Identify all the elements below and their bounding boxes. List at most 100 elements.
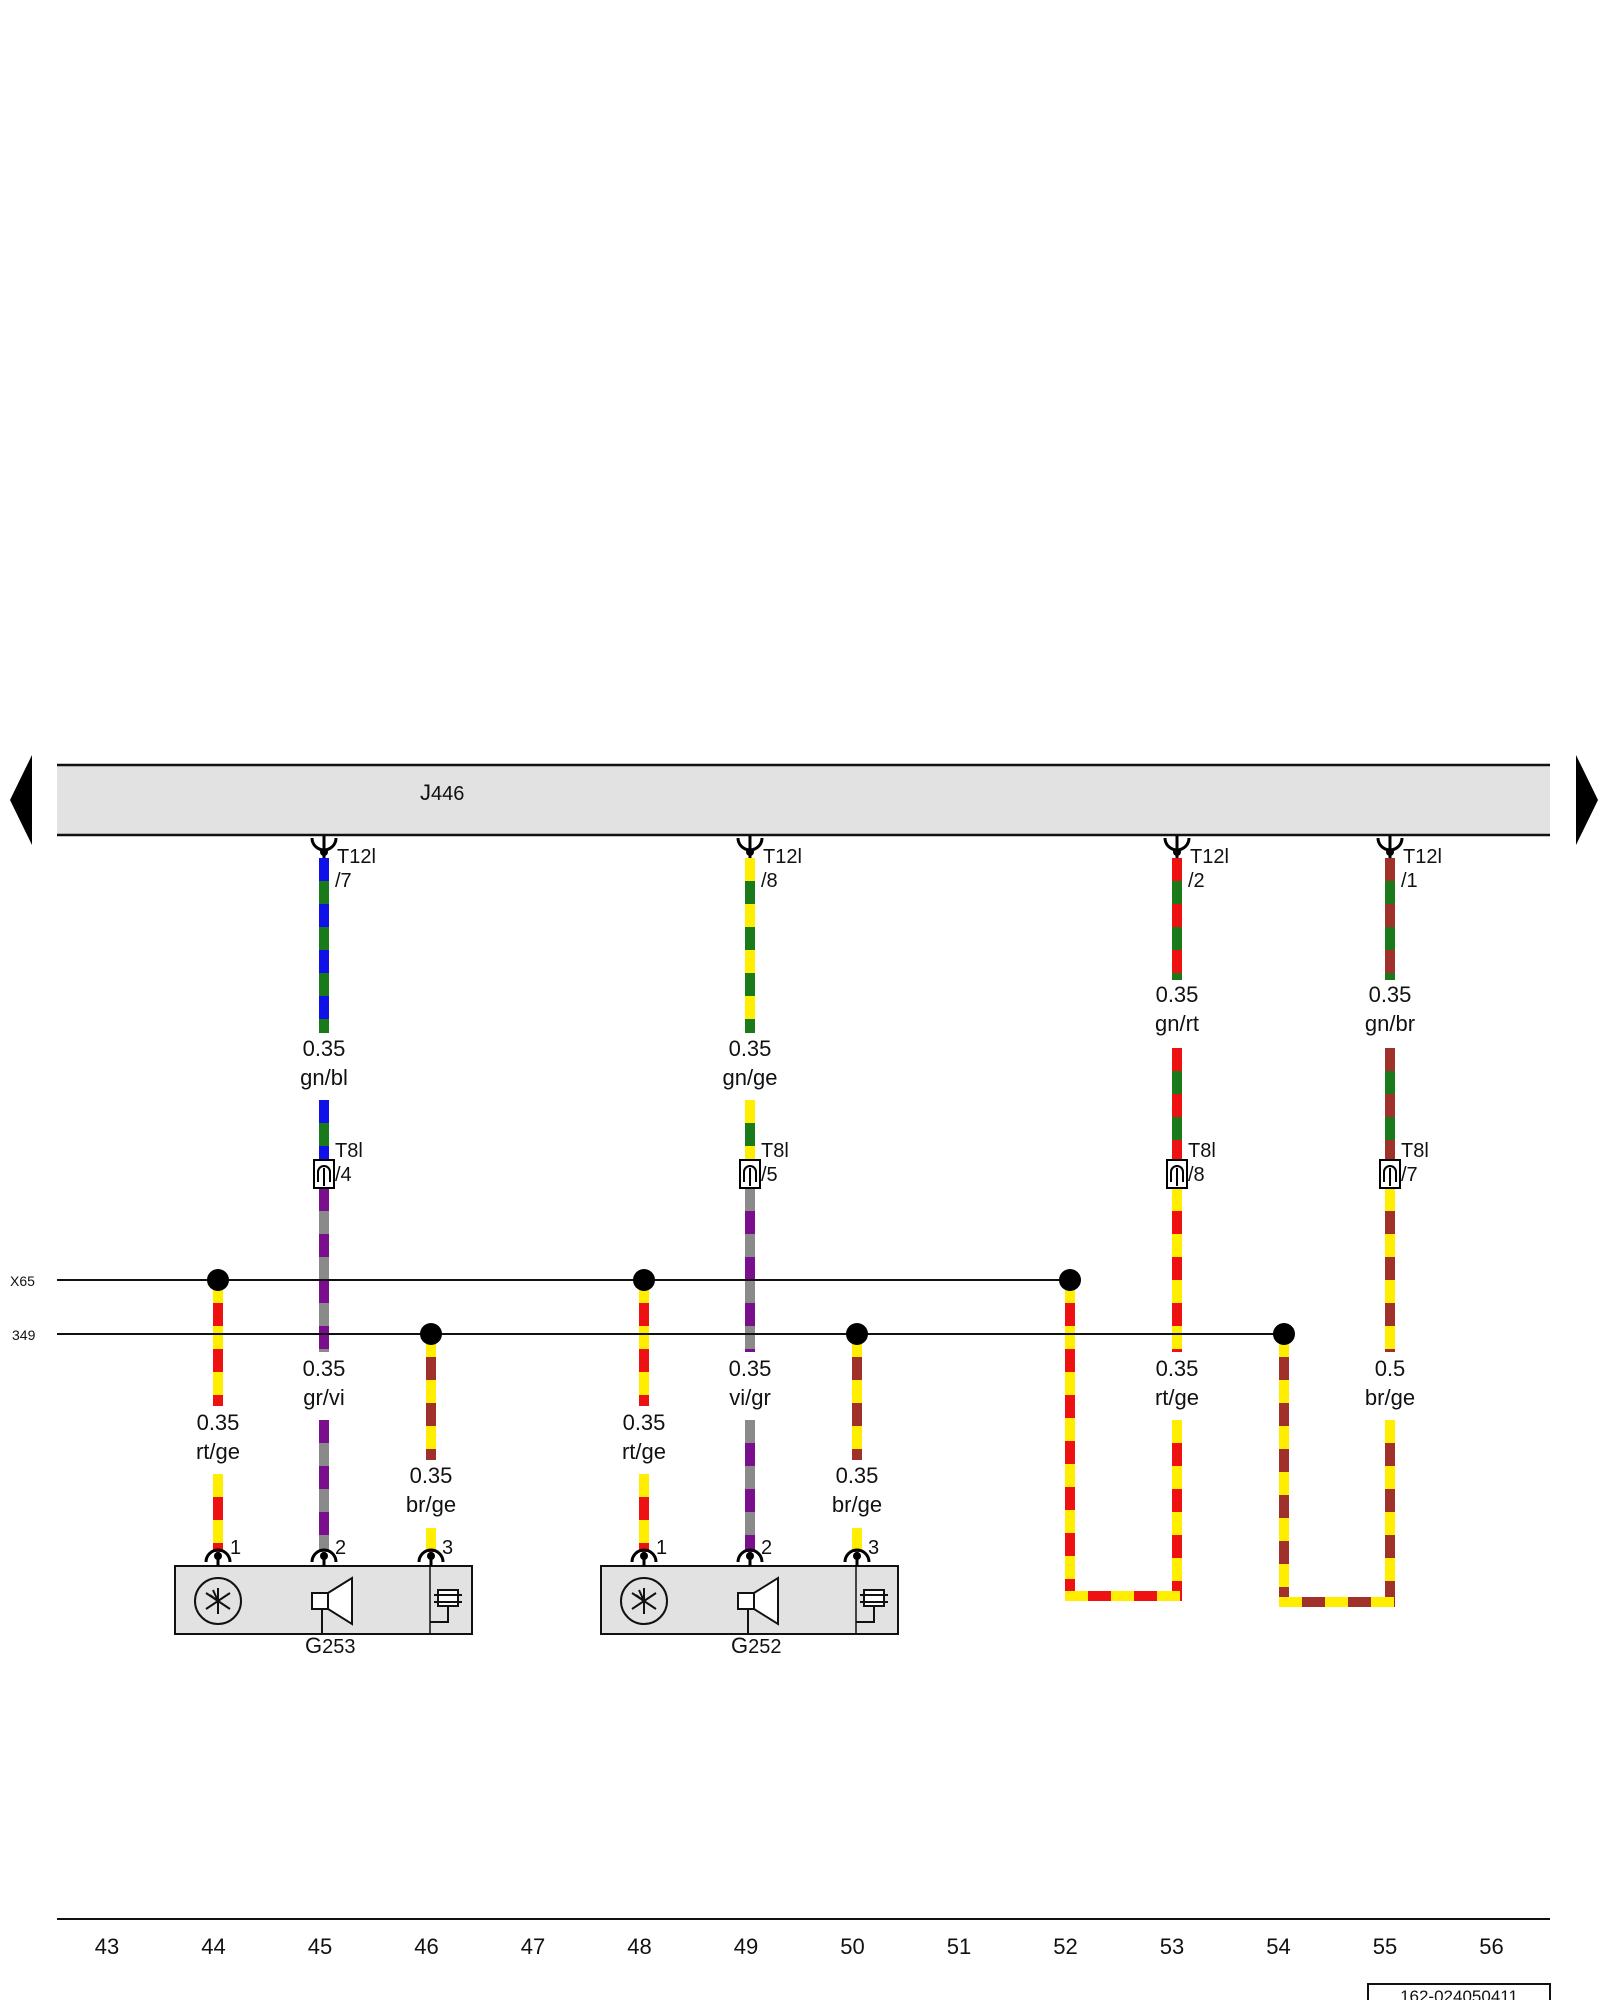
junction-dot [1273, 1323, 1295, 1345]
upper-pin-conn: T12l [1190, 846, 1229, 868]
wire-color-label: rt/ge [196, 1439, 240, 1464]
upper-pin-num: /2 [1188, 870, 1205, 892]
column-number: 55 [1373, 1934, 1397, 1959]
component-g253: G253 1 2 3 [174, 1537, 473, 1658]
wire-size-label: 0.35 [623, 1410, 666, 1435]
wire-color-label: br/ge [1365, 1385, 1415, 1410]
lower-connector-labels: T8l /4 T8l /5 T8l /8 T8l /7 [335, 1140, 1429, 1186]
component-g252: G252 1 2 3 [600, 1537, 899, 1658]
wire-size-label: 0.35 [1156, 982, 1199, 1007]
wire-size-label: 0.35 [410, 1463, 453, 1488]
wire-size-label: 0.35 [1369, 982, 1412, 1007]
wire-size-label: 0.35 [1156, 1356, 1199, 1381]
pin-connector-icon [427, 1552, 435, 1560]
junction-dot [846, 1323, 868, 1345]
upper-pin-num: /8 [761, 870, 778, 892]
column-number: 56 [1479, 1934, 1503, 1959]
wire-size-label: 0.35 [303, 1036, 346, 1061]
column-number: 48 [627, 1934, 651, 1959]
column-number: 46 [414, 1934, 438, 1959]
lower-pin-conn: T8l [1401, 1140, 1429, 1162]
pin-connector-icon [1173, 848, 1181, 856]
pin-connector-icon [853, 1552, 861, 1560]
column-number: 47 [521, 1934, 545, 1959]
column-number: 50 [840, 1934, 864, 1959]
bus-label-x65: X65 [10, 1273, 35, 1289]
lower-pin-num: /7 [1401, 1164, 1418, 1186]
pin-connector-icon [417, 1548, 445, 1563]
pin-connector-icon [843, 1548, 871, 1563]
column-number: 45 [308, 1934, 332, 1959]
arrow-right-icon[interactable] [1576, 755, 1598, 845]
lower-pin-conn: T8l [335, 1140, 363, 1162]
wire-color-label: rt/ge [1155, 1385, 1199, 1410]
upper-pin-conn: T12l [1403, 846, 1442, 868]
lower-pin-conn: T8l [761, 1140, 789, 1162]
wire-color-label: gr/vi [303, 1385, 345, 1410]
wire-size-label: 0.35 [836, 1463, 879, 1488]
column-number: 43 [95, 1934, 119, 1959]
wire-color-label: br/ge [406, 1492, 456, 1517]
wire-size-label: 0.35 [729, 1356, 772, 1381]
column-number: 44 [201, 1934, 225, 1959]
capacitor-icon [430, 1589, 462, 1623]
sensor-icon [620, 1577, 668, 1625]
speaker-icon [737, 1576, 779, 1634]
component-label: G252 [731, 1633, 782, 1658]
lower-pin-conn: T8l [1188, 1140, 1216, 1162]
wire-color-label: gn/rt [1155, 1011, 1199, 1036]
junction-dot [1059, 1269, 1081, 1291]
wire-color-label: vi/gr [729, 1385, 771, 1410]
junction-dot [420, 1323, 442, 1345]
lower-pin-num: /8 [1188, 1164, 1205, 1186]
pin-connector-icon [310, 1548, 338, 1563]
component-label: G253 [305, 1633, 356, 1658]
wire-size-label: 0.35 [729, 1036, 772, 1061]
pin-connector-icon [1386, 848, 1394, 856]
column-number: 51 [947, 1934, 971, 1959]
wire-color-label: br/ge [832, 1492, 882, 1517]
lower-pin-num: /5 [761, 1164, 778, 1186]
sensor-icon [194, 1577, 242, 1625]
upper-pin-conn: T12l [763, 846, 802, 868]
pin-connector-icon [736, 1548, 764, 1563]
wire-color-label: rt/ge [622, 1439, 666, 1464]
upper-pin-conn: T12l [337, 846, 376, 868]
wire-size-label: 0.35 [303, 1356, 346, 1381]
wire-color-label: gn/br [1365, 1011, 1415, 1036]
column-number: 52 [1053, 1934, 1077, 1959]
wire-labels: 0.35 gn/bl 0.35 gn/ge 0.35 gn/rt 0.35 gn… [196, 982, 1415, 1517]
component-pin: 1 [230, 1537, 241, 1559]
pin-connector-icon [204, 1548, 232, 1563]
lower-pin-num: /4 [335, 1164, 352, 1186]
drawing-id: 162-024050411 [1400, 1987, 1518, 2000]
junction-dot [207, 1269, 229, 1291]
upper-connector-labels: T12l /7 T12l /8 T12l /2 T12l /1 [335, 846, 1442, 892]
component-pin: 3 [868, 1537, 879, 1559]
arrow-left-icon[interactable] [10, 755, 32, 845]
drawing-id-box: 162-024050411 [1367, 1983, 1551, 2000]
wire-color-label: gn/bl [300, 1065, 348, 1090]
wires-layer [213, 858, 1395, 1607]
component-pin: 2 [335, 1537, 346, 1559]
component-pin: 3 [442, 1537, 453, 1559]
column-number: 54 [1266, 1934, 1290, 1959]
inline-connector-icon [743, 1165, 757, 1182]
pin-connector-icon [746, 1552, 754, 1560]
pin-connector-icon [630, 1548, 658, 1563]
junction-dot [633, 1269, 655, 1291]
pin-connector-icon [640, 1552, 648, 1560]
pin-connector-icon [214, 1552, 222, 1560]
inline-connector-icon [1383, 1165, 1397, 1182]
column-number: 49 [734, 1934, 758, 1959]
inline-connector-icon [317, 1165, 331, 1182]
pin-connector-icon [320, 1552, 328, 1560]
component-pin: 1 [656, 1537, 667, 1559]
marks-layer [204, 836, 1404, 1566]
bus-label-349: 349 [12, 1327, 36, 1343]
capacitor-icon [856, 1589, 888, 1623]
pin-connector-icon [320, 848, 328, 856]
inline-connector-icon [1170, 1165, 1184, 1182]
